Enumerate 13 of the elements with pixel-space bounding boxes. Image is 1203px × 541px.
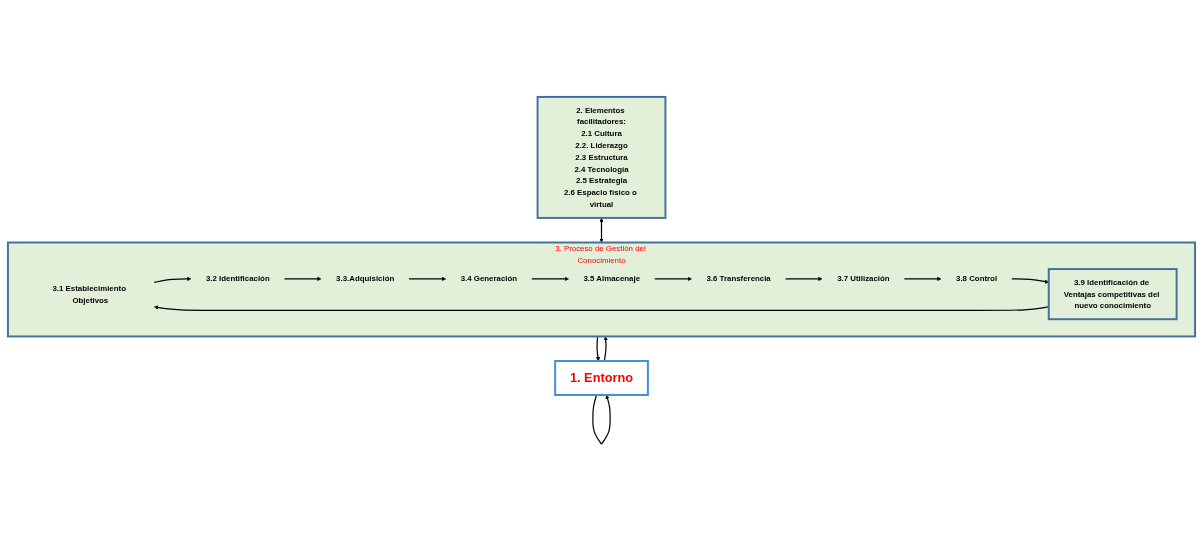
arrow	[654, 276, 692, 281]
arrow	[603, 336, 608, 362]
arrow	[903, 276, 942, 281]
arrow	[1011, 278, 1049, 284]
arrow	[592, 394, 611, 445]
arrow	[408, 276, 447, 281]
arrow	[153, 276, 192, 283]
node-box: 1. Entorno	[554, 359, 649, 396]
arrow	[599, 217, 604, 243]
arrow	[283, 276, 322, 281]
arrow	[784, 276, 823, 281]
arrow	[595, 335, 601, 362]
arrow	[531, 276, 569, 281]
